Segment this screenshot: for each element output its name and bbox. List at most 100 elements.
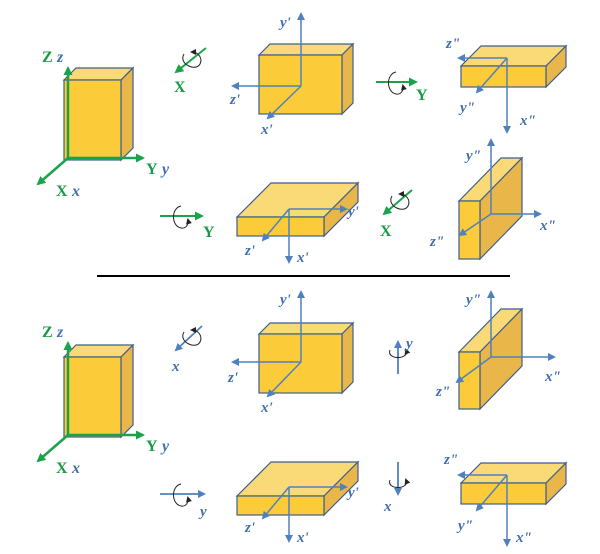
- x-lower-label: x: [71, 183, 80, 200]
- top-panel: Z z Y y X x X y' z' x': [36, 12, 568, 266]
- rotation-arrow-icon: [182, 327, 202, 346]
- z-lower-label: z: [56, 49, 64, 66]
- box-row2-step2: y" x" z": [429, 138, 556, 261]
- box-row2-step1: y' z' x': [235, 460, 360, 546]
- x-label: x": [539, 218, 556, 234]
- y-upper-label: Y: [146, 438, 158, 455]
- box-row1-step2: z" y" x": [445, 36, 568, 134]
- x-upper-label: X: [56, 183, 68, 200]
- z-label: z': [229, 92, 240, 108]
- y-lower-label: y: [160, 161, 170, 178]
- rotation-x-top-row1: X: [174, 47, 207, 96]
- rotation-axis-label: y: [198, 504, 207, 520]
- box-front-face: [63, 79, 122, 161]
- z-lower-label: z: [56, 324, 64, 341]
- y-label: y": [456, 518, 473, 534]
- z-label: z": [435, 384, 450, 400]
- rotation-arrow-icon: [182, 49, 202, 68]
- x-label: x': [260, 122, 273, 138]
- box-side-face: [341, 321, 354, 395]
- rotation-axis-arrow: [174, 47, 207, 74]
- y-axis: [475, 57, 508, 94]
- z-label: z': [244, 520, 255, 536]
- y-label: y": [464, 292, 481, 308]
- x-label: x': [296, 530, 309, 546]
- rotation-arrow-icon: [173, 205, 192, 229]
- rotation-axis-label: Y: [416, 87, 428, 104]
- box-side-face: [120, 66, 134, 162]
- z-axis: [458, 213, 492, 237]
- y-label: y': [346, 485, 359, 501]
- z-axis: [455, 356, 492, 384]
- rotation-arrow-icon: [388, 71, 407, 95]
- rotation-x-bottom-row1: x: [171, 325, 203, 375]
- rotation-y-bottom-row2: y: [160, 483, 207, 520]
- rotation-axis-arrow: [382, 189, 413, 216]
- rotation-arrow-icon: [389, 348, 411, 358]
- z-label: z": [443, 452, 458, 468]
- y-label: y': [278, 15, 291, 31]
- y-label: y": [464, 148, 481, 164]
- box-row2-step1: y' z' x': [235, 181, 360, 266]
- z-label: z": [445, 36, 460, 52]
- x-lower-label: x: [71, 460, 80, 477]
- z-axis: [261, 208, 290, 242]
- z-axis: [261, 486, 290, 520]
- rotation-y-top-row2: Y: [160, 205, 215, 241]
- box-row1-step1: y' z' x': [229, 12, 355, 138]
- rotation-arrow-icon: [173, 483, 192, 507]
- z-label: z": [429, 234, 444, 250]
- z-label: z': [227, 370, 238, 386]
- rotation-arrow-icon: [389, 478, 411, 488]
- rotation-axis-label: X: [380, 223, 392, 240]
- rotation-axis-label: y: [404, 336, 413, 352]
- rotation-arrow-icon: [390, 191, 410, 210]
- rotation-axis-label: x: [383, 499, 392, 515]
- box-side-face: [120, 343, 134, 439]
- z-upper-label: Z: [42, 49, 53, 66]
- box-row1-step1: y' z' x': [227, 290, 355, 416]
- rotation-x-bottom-row2: x: [383, 462, 411, 515]
- y-axis: [475, 474, 508, 512]
- rotation-x-top-row2: X: [380, 189, 413, 240]
- y-upper-label: Y: [146, 161, 158, 178]
- rotation-axis-label: Y: [203, 224, 215, 241]
- original-box-top: Z z Y y X x: [36, 49, 170, 200]
- rotation-axis-arrow: [174, 325, 203, 352]
- box-front-face: [236, 216, 325, 237]
- rotation-y-bottom-row1: y: [389, 336, 413, 374]
- box-side-face: [341, 42, 354, 116]
- x-label: x": [544, 369, 561, 385]
- z-upper-label: Z: [42, 324, 53, 341]
- x-label: x": [519, 113, 536, 129]
- z-label: z': [244, 243, 255, 259]
- x-upper-label: X: [56, 460, 68, 477]
- box-front-face: [63, 356, 122, 438]
- x-axis: [36, 434, 69, 463]
- x-label: x': [260, 400, 273, 416]
- bottom-panel: Z z Y y X x x y' z' x': [36, 290, 568, 547]
- box-front-face: [236, 495, 325, 516]
- box-front-face: [460, 65, 547, 88]
- box-top-face: [257, 322, 355, 335]
- original-box-bottom: Z z Y y X x: [36, 324, 170, 477]
- y-label: y': [346, 204, 359, 220]
- x-axis: [266, 85, 302, 120]
- rotation-y-top-row1: Y: [376, 71, 428, 104]
- x-label: x': [296, 250, 309, 266]
- box-front-face: [458, 200, 481, 260]
- box-row1-step2: y" x" z": [435, 290, 561, 411]
- box-front-face: [458, 351, 481, 410]
- x-axis: [36, 157, 69, 186]
- y-label: y': [278, 292, 291, 308]
- y-label: y": [458, 100, 475, 116]
- y-lower-label: y: [160, 438, 170, 455]
- box-front-face: [460, 482, 547, 505]
- box-row2-step2: z" y" x": [443, 452, 568, 547]
- box-top-face: [257, 43, 355, 56]
- rotation-axis-label: X: [174, 79, 186, 96]
- x-label: x": [515, 530, 532, 546]
- rotation-axis-label: x: [171, 359, 180, 375]
- x-axis: [266, 361, 302, 398]
